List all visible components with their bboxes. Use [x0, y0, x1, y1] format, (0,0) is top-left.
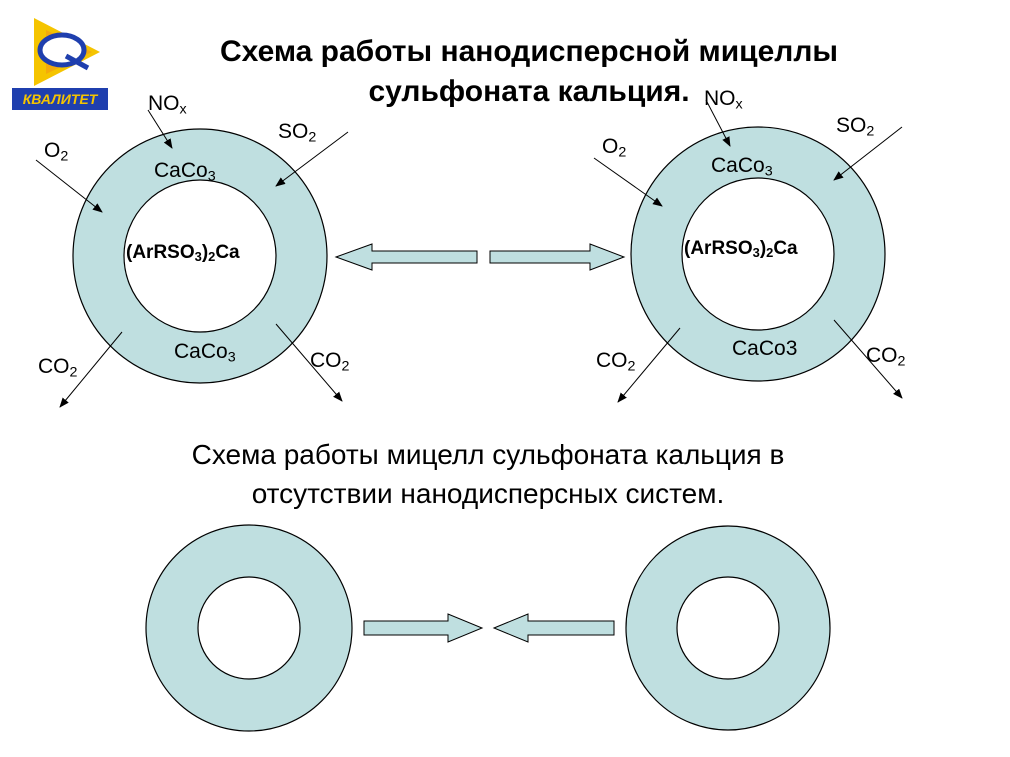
right-caco3-bottom: CaCo3 [732, 337, 798, 360]
left-micelle-core [123, 179, 277, 333]
right-co2-arrow-right [833, 319, 903, 399]
right-co2-label-right: CO2 [866, 344, 906, 370]
logo-q-tail [64, 53, 90, 71]
right-core-formula: (ArRSO3)2Ca [684, 238, 798, 261]
right-co2-label-left: CO2 [596, 349, 636, 375]
left-co2-label-left: CO2 [38, 355, 78, 381]
right-o2-arrow [593, 157, 663, 207]
right-so2-arrow [833, 126, 903, 181]
top-arrow-right [489, 243, 626, 271]
left-co2-arrow-right [275, 323, 343, 402]
top-arrow-left [334, 243, 478, 271]
logo-band [12, 88, 108, 110]
main-title-line2: сульфоната кальция. [368, 75, 690, 108]
right-co2-arrow-left [617, 327, 681, 403]
right-micelle-core [681, 177, 835, 331]
bottom-right-core [676, 576, 780, 680]
left-co2-label-right: CO2 [310, 349, 350, 375]
right-caco3-top: CaCo3 [711, 154, 773, 180]
logo-text: КВАЛИТЕТ [22, 91, 98, 107]
subtitle-line2: отсутствии нанодисперсных систем. [251, 478, 725, 509]
kvalitet-logo [12, 18, 108, 110]
right-o2-label: O2 [602, 135, 627, 161]
subtitle-line1: Схема работы мицелл сульфоната кальция в [191, 439, 785, 470]
main-title-line1: Схема работы нанодисперсной мицеллы [219, 35, 839, 68]
bottom-arrow-left [492, 613, 615, 643]
right-nox-arrow [705, 99, 731, 147]
left-so2-arrow [275, 131, 349, 187]
right-so2-label: SO2 [836, 114, 875, 140]
left-so2-label: SO2 [278, 120, 317, 146]
bottom-left-core [197, 576, 301, 680]
left-o2-arrow [35, 159, 103, 213]
left-o2-label: O2 [44, 139, 69, 165]
right-nox-label: NOx [704, 87, 743, 113]
left-co2-arrow-left [59, 331, 123, 408]
left-caco3-top: CaCo3 [154, 159, 216, 185]
left-nox-arrow [147, 109, 173, 149]
left-core-formula: (ArRSO3)2Ca [126, 242, 240, 265]
left-nox-label: NOx [148, 92, 187, 118]
left-caco3-bottom: CaCo3 [174, 340, 236, 366]
bottom-arrow-right [363, 613, 484, 643]
